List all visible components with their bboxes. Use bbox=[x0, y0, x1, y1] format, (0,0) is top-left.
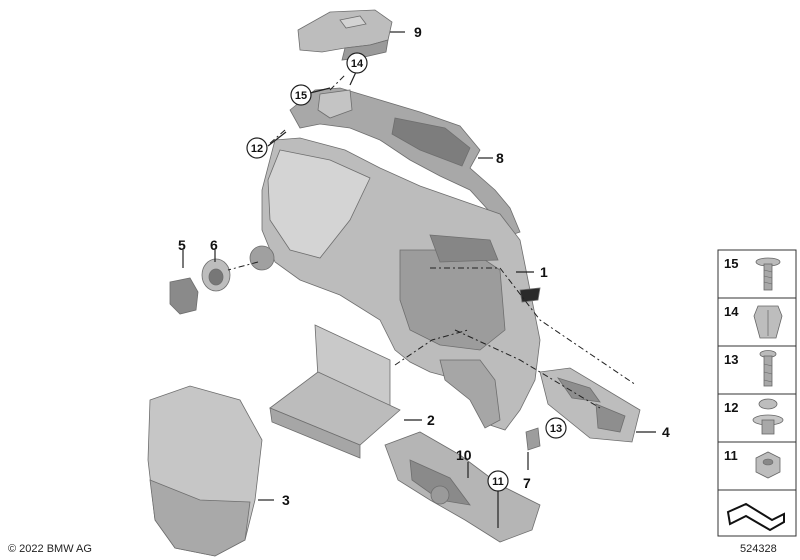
callout-2: 2 bbox=[427, 412, 435, 428]
part-9-top-cover bbox=[297, 9, 393, 61]
connection-lines bbox=[227, 74, 637, 409]
bracket-symbol-icon bbox=[726, 502, 785, 532]
legend-label-12: 12 bbox=[724, 400, 738, 415]
callout-13-circle: 13 bbox=[545, 417, 567, 439]
machine-screw-icon bbox=[759, 350, 777, 387]
callout-14-circle: 14 bbox=[346, 52, 368, 74]
flat-head-screw-icon bbox=[755, 257, 781, 291]
part-6-ring bbox=[201, 258, 231, 292]
callout-10: 10 bbox=[456, 447, 472, 463]
part-3-side-cover bbox=[147, 385, 263, 557]
svg-text:11: 11 bbox=[492, 476, 504, 488]
part-4-trim-panel bbox=[539, 367, 641, 443]
part-8-upper-bracket bbox=[289, 87, 521, 237]
part-7-small-plate bbox=[525, 427, 541, 451]
callout-1: 1 bbox=[540, 264, 548, 280]
fastener-legend: 15 14 13 12 11 bbox=[717, 249, 797, 537]
callout-8: 8 bbox=[496, 150, 504, 166]
svg-text:12: 12 bbox=[251, 143, 263, 155]
callout-3: 3 bbox=[282, 492, 290, 508]
part-2-floor-panel bbox=[269, 324, 401, 459]
callout-7: 7 bbox=[523, 475, 531, 491]
part-1-side-trim-panel bbox=[249, 137, 541, 431]
callout-15-circle: 15 bbox=[290, 84, 312, 106]
svg-text:13: 13 bbox=[550, 423, 562, 435]
callout-9: 9 bbox=[414, 24, 422, 40]
legend-label-13: 13 bbox=[724, 352, 738, 367]
legend-label-14: 14 bbox=[724, 304, 739, 319]
callout-6: 6 bbox=[210, 237, 218, 253]
copyright-text: © 2022 BMW AG bbox=[8, 543, 92, 555]
part-5-cap bbox=[169, 277, 199, 315]
callout-4: 4 bbox=[662, 424, 670, 440]
spring-clip-with-washer-icon bbox=[752, 398, 784, 435]
svg-text:14: 14 bbox=[351, 58, 364, 70]
expanding-clip-icon bbox=[753, 305, 783, 339]
hex-nut-icon bbox=[755, 451, 781, 479]
svg-text:15: 15 bbox=[295, 90, 307, 102]
callout-5: 5 bbox=[178, 237, 186, 253]
part-10-lower-bracket bbox=[384, 431, 541, 543]
diagram-number: 524328 bbox=[740, 543, 777, 555]
legend-label-15: 15 bbox=[724, 256, 738, 271]
callout-12-circle: 12 bbox=[246, 137, 268, 159]
legend-label-11: 11 bbox=[724, 448, 738, 463]
callout-11-circle: 11 bbox=[487, 470, 509, 492]
